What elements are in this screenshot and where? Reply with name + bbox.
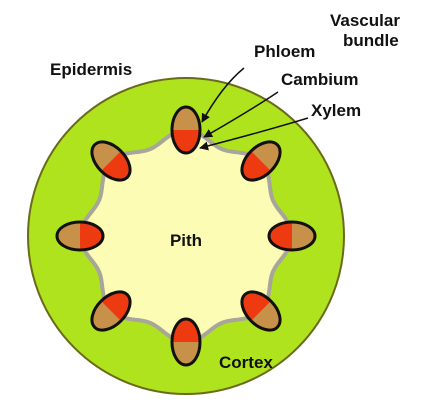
xylem-label: Xylem xyxy=(311,101,361,120)
vascular-bundle-label-line2: bundle xyxy=(343,31,399,50)
epidermis-label: Epidermis xyxy=(50,60,132,79)
phloem-label: Phloem xyxy=(254,42,315,61)
pith-label: Pith xyxy=(170,231,202,250)
cambium-label: Cambium xyxy=(281,70,358,89)
cortex-label: Cortex xyxy=(219,353,273,372)
vascular-bundle-label-line1: Vascular xyxy=(330,11,400,30)
